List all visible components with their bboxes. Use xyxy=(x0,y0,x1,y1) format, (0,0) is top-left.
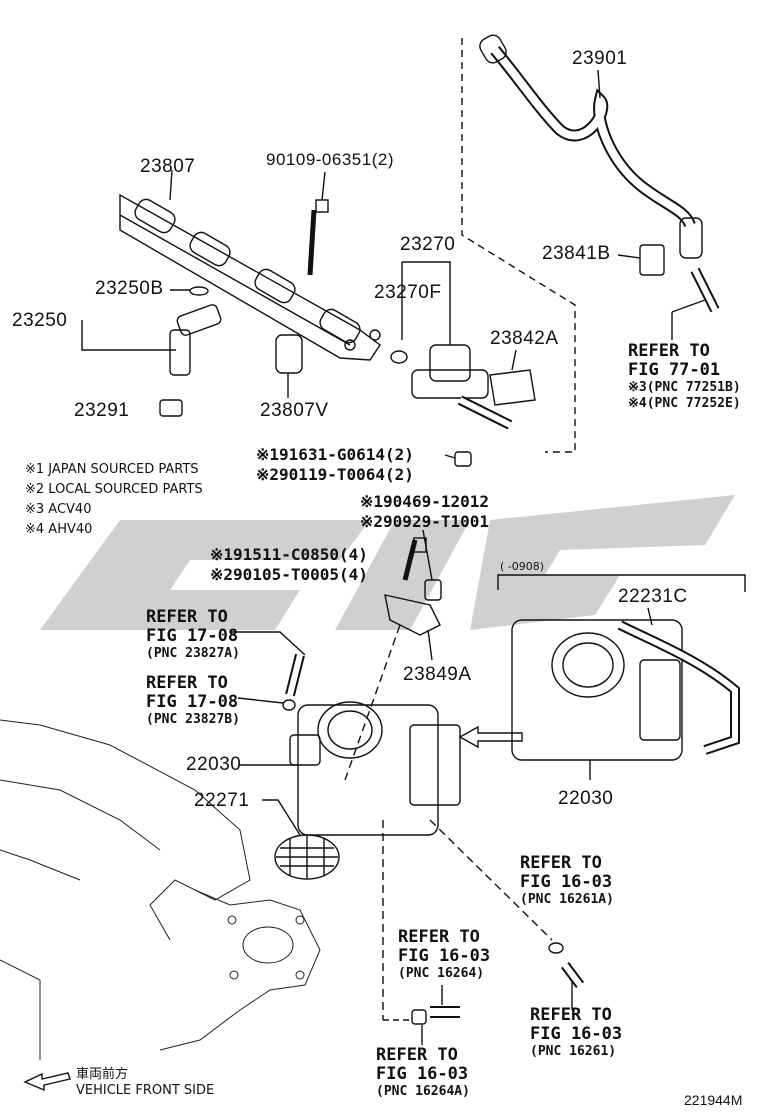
refer-line: FIG 16-03 xyxy=(520,872,613,892)
refer-line: FIG 17-08 xyxy=(146,692,239,712)
part-label-22231c: 22231C xyxy=(618,586,688,607)
fuel-rail-23807 xyxy=(119,193,381,361)
bracket-23849a xyxy=(384,594,441,636)
refer-line: (PNC 16264A) xyxy=(376,1084,470,1099)
alt-part-90119: ※290119-T0064(2) xyxy=(256,465,414,484)
part-label-23849a: 23849A xyxy=(403,664,472,685)
refer-fig-16-03-c[interactable]: REFER TO FIG 16-03 (PNC 16261) xyxy=(530,1006,622,1060)
part-label-90109: 90109-06351(2) xyxy=(266,150,394,169)
date-range: ( -0908) xyxy=(500,560,545,573)
alt-part-90929: ※290929-T1001 xyxy=(360,512,489,531)
refer-fig-17-08-b[interactable]: REFER TO FIG 17-08 (PNC 23827B) xyxy=(146,674,240,728)
part-label-23807v: 23807V xyxy=(260,400,329,421)
clip-23841b xyxy=(639,244,665,276)
refer-line: (PNC 16264) xyxy=(398,966,485,981)
part-label-23841b: 23841B xyxy=(542,243,611,264)
alt-part-90469: ※190469-12012 xyxy=(360,492,489,511)
note-line: ※4 AHV40 xyxy=(25,522,93,537)
refer-fig-17-08-a[interactable]: REFER TO FIG 17-08 (PNC 23827A) xyxy=(146,608,240,662)
injector-23250 xyxy=(169,286,222,376)
front-arrow xyxy=(23,1072,71,1092)
throttle-body-left xyxy=(289,701,461,836)
part-label-23807: 23807 xyxy=(140,156,196,177)
front-label-jp: 車両前方 xyxy=(76,1067,129,1082)
part-label-22271: 22271 xyxy=(194,790,250,811)
pressure-regulator-23270 xyxy=(411,344,513,430)
refer-line: FIG 77-01 xyxy=(628,360,721,380)
refer-fig-16-03-b[interactable]: REFER TO FIG 16-03 (PNC 16264) xyxy=(398,928,490,982)
part-label-23901: 23901 xyxy=(572,48,628,69)
refer-line: REFER TO xyxy=(530,1005,612,1025)
refer-line: ※3(PNC 77251B) xyxy=(628,380,741,395)
front-label-en: VEHICLE FRONT SIDE xyxy=(76,1083,215,1098)
refer-line: (PNC 23827B) xyxy=(146,712,240,727)
part-label-23291: 23291 xyxy=(74,400,130,421)
refer-line: REFER TO xyxy=(520,853,602,873)
alt-part-90105: ※290105-T0005(4) xyxy=(210,565,368,584)
refer-line: (PNC 16261) xyxy=(530,1044,617,1059)
refer-fig-16-03-a[interactable]: REFER TO FIG 16-03 (PNC 16261A) xyxy=(520,854,614,908)
part-label-23270f: 23270F xyxy=(374,282,442,303)
refer-fig-16-03-d[interactable]: REFER TO FIG 16-03 (PNC 16264A) xyxy=(376,1046,470,1100)
part-label-23842a: 23842A xyxy=(490,328,559,349)
gasket-22271 xyxy=(274,834,340,880)
note-line: ※3 ACV40 xyxy=(25,502,92,517)
note-line: ※1 JAPAN SOURCED PARTS xyxy=(25,462,199,477)
throttle-body-right xyxy=(511,619,740,761)
watermark-logo xyxy=(40,495,735,630)
refer-line: FIG 16-03 xyxy=(398,946,491,966)
alt-part-91631: ※191631-G0614(2) xyxy=(256,445,414,464)
refer-line: REFER TO xyxy=(146,673,228,693)
cushion-23842a xyxy=(489,369,536,406)
refer-fig-77-01[interactable]: REFER TO FIG 77-01 ※3(PNC 77251B) ※4(PNC… xyxy=(628,342,741,412)
refer-line: FIG 17-08 xyxy=(146,626,239,646)
refer-line: ※4(PNC 77252E) xyxy=(628,396,741,411)
refer-line: REFER TO xyxy=(628,341,710,361)
part-label-23270: 23270 xyxy=(400,234,456,255)
bolt-90109 xyxy=(307,199,329,276)
refer-line: REFER TO xyxy=(398,927,480,947)
part-label-22030-right: 22030 xyxy=(558,788,614,809)
figure-id: 221944M xyxy=(684,1092,743,1108)
refer-line: FIG 16-03 xyxy=(376,1064,469,1084)
alt-part-91511: ※191511-C0850(4) xyxy=(210,545,368,564)
insulator-23807v xyxy=(275,334,303,374)
refer-line: REFER TO xyxy=(376,1045,458,1065)
intake-manifold xyxy=(0,719,321,1060)
refer-line: REFER TO xyxy=(146,607,228,627)
part-label-23250: 23250 xyxy=(12,310,68,331)
part-label-23250b: 23250B xyxy=(95,278,164,299)
part-label-22030-left: 22030 xyxy=(186,754,242,775)
refer-line: (PNC 23827A) xyxy=(146,646,240,661)
refer-line: (PNC 16261A) xyxy=(520,892,614,907)
diagram-lines xyxy=(0,34,746,1092)
note-line: ※2 LOCAL SOURCED PARTS xyxy=(25,482,203,497)
refer-line: FIG 16-03 xyxy=(530,1024,623,1044)
